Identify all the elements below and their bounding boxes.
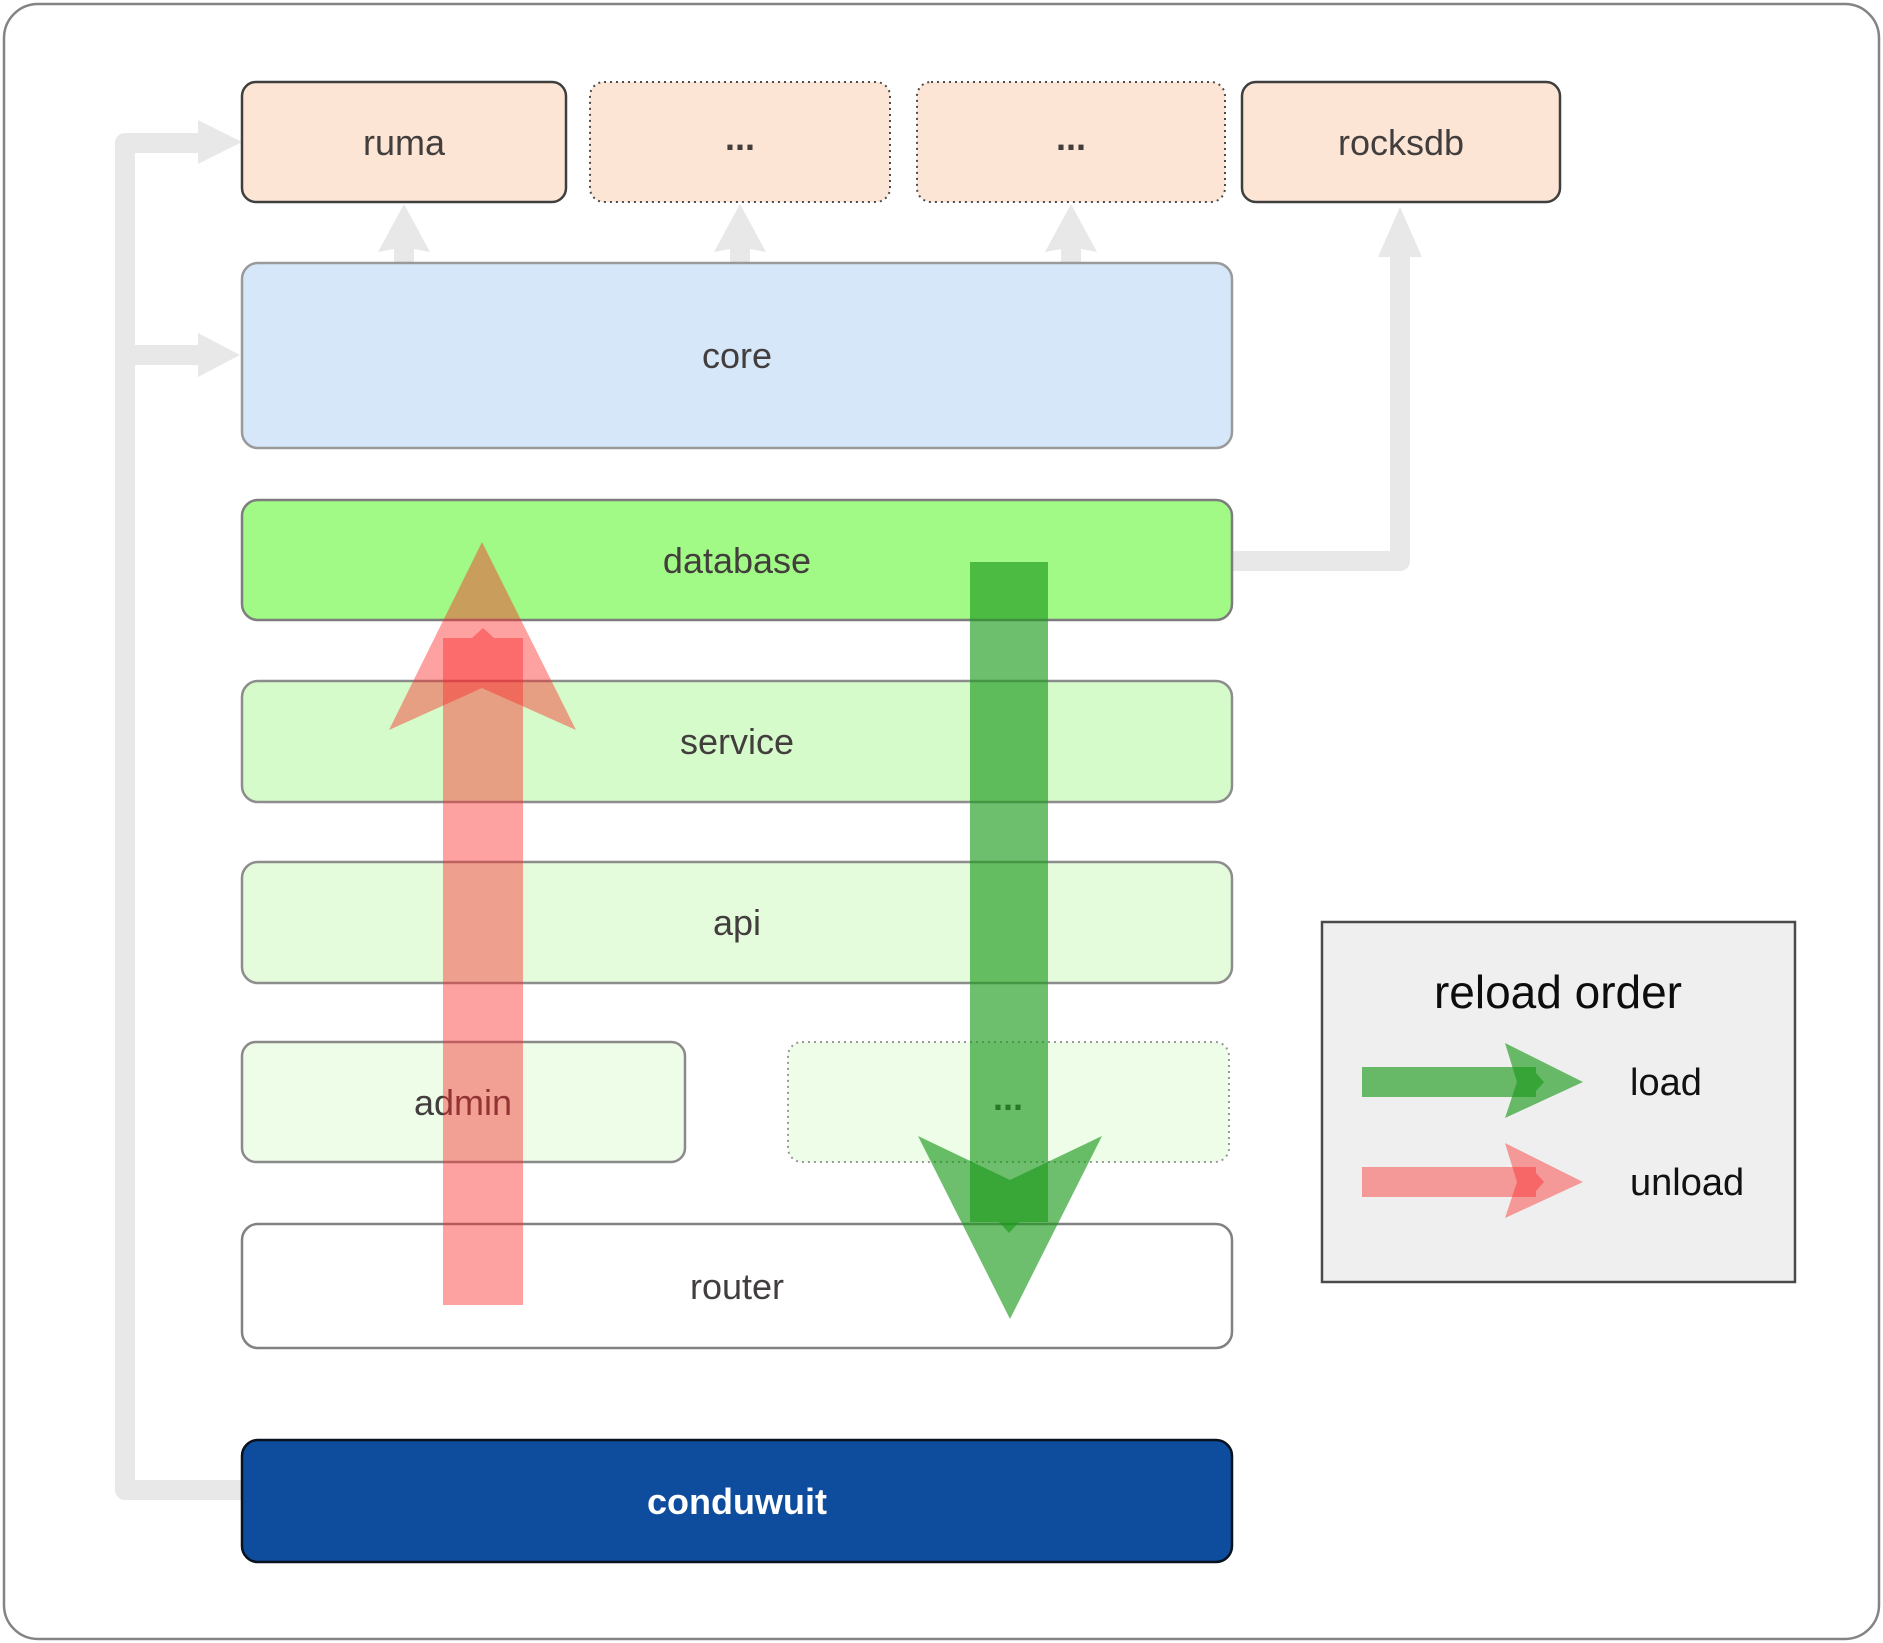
arrow-core-to-ruma — [378, 204, 430, 263]
reload-arrows — [389, 542, 1102, 1319]
connector-conduwuit-to-top — [115, 133, 246, 1500]
box-ruma — [240, 80, 568, 204]
unload-arrow-head — [389, 542, 576, 730]
legend: reload order load unload — [1320, 920, 1797, 1284]
arrowhead-into-core — [198, 333, 240, 377]
arrowhead-into-ruma — [198, 120, 242, 164]
label-core: core — [702, 335, 772, 376]
legend-load-arrow-head — [1505, 1043, 1583, 1118]
label-rocksdb: rocksdb — [1338, 122, 1464, 163]
label-api: api — [713, 902, 761, 943]
label-ellipsis-2: ... — [1056, 117, 1086, 158]
box-ellipsis-1 — [589, 81, 891, 203]
load-arrow-shaft — [970, 562, 1048, 1233]
legend-load-arrow-shaft — [1362, 1067, 1544, 1097]
arrow-core-to-ellipsis-1 — [714, 204, 766, 263]
box-conduwuit — [240, 1438, 1234, 1564]
label-ellipsis-1: ... — [725, 117, 755, 158]
label-admin: admin — [414, 1082, 512, 1123]
connector-lines — [115, 120, 1422, 1500]
arrowhead-into-rocksdb — [1378, 207, 1422, 257]
arrow-core-to-ellipsis-2 — [1045, 204, 1097, 263]
legend-load-label: load — [1630, 1062, 1702, 1104]
load-arrow-head — [918, 1136, 1102, 1319]
legend-title: reload order — [1434, 966, 1682, 1018]
unload-arrow-shaft — [443, 628, 523, 1305]
legend-unload-arrow-head — [1505, 1143, 1583, 1218]
box-ellipsis-2 — [916, 81, 1226, 203]
label-router: router — [690, 1266, 784, 1307]
box-admin — [240, 1040, 687, 1164]
label-conduwuit: conduwuit — [647, 1481, 827, 1522]
label-database: database — [663, 540, 811, 581]
diagram-labels: ruma ... ... rocksdb core database servi… — [363, 117, 1464, 1522]
legend-box — [1320, 920, 1797, 1284]
label-ruma: ruma — [363, 122, 446, 163]
box-core — [240, 261, 1234, 450]
legend-unload-arrow-shaft — [1362, 1167, 1544, 1197]
legend-unload-label: unload — [1630, 1162, 1744, 1204]
connector-database-to-rocksdb — [1232, 255, 1410, 571]
box-rocksdb — [1240, 80, 1562, 204]
label-service: service — [680, 721, 794, 762]
